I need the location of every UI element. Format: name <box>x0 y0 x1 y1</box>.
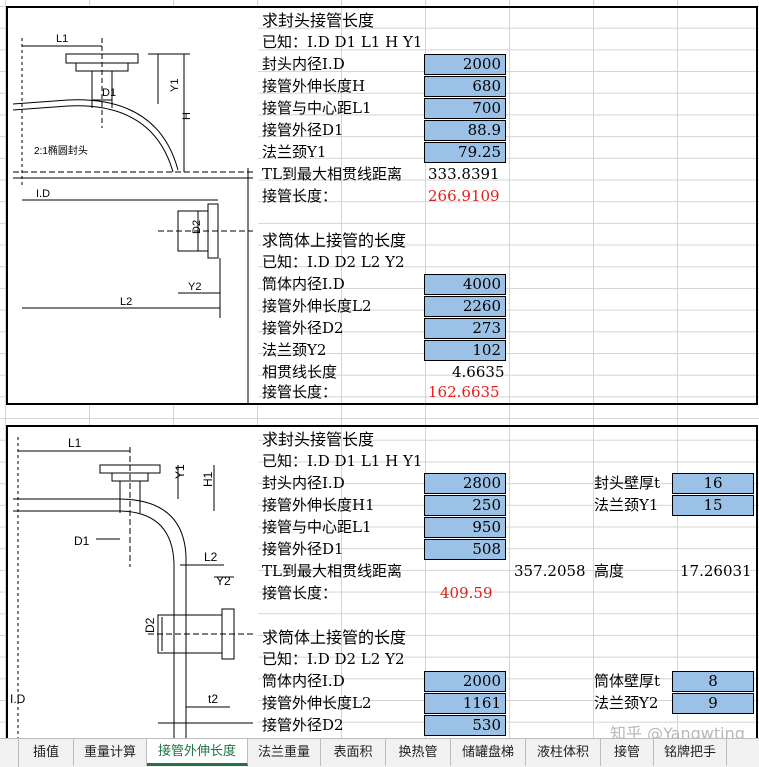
tab-weight[interactable]: 重量计算 <box>74 739 147 766</box>
input2-head-h1[interactable]: 250 <box>424 495 506 516</box>
tab-interp[interactable]: 插值 <box>19 739 74 766</box>
label-l2: L2 <box>120 296 132 308</box>
label2-head-y1: 法兰颈Y1 <box>594 496 659 514</box>
label-head: 2:1椭圆封头 <box>34 144 88 157</box>
tab-liquid-volume[interactable]: 液柱体积 <box>526 739 601 766</box>
value-shell-len[interactable]: 162.6635 <box>428 383 500 401</box>
value-intersect[interactable]: 4.6635 <box>452 363 505 381</box>
label2-shell-thick: 筒体壁厚t <box>594 672 661 690</box>
label-d1: D1 <box>102 87 116 99</box>
label-y2: Y2 <box>188 281 201 293</box>
shell2-known: 已知：I.D D2 L2 Y2 <box>262 650 405 668</box>
label-shell-id: 筒体内径I.D <box>262 275 345 293</box>
label-shell-len: 接管长度： <box>262 383 338 401</box>
input-shell-id[interactable]: 4000 <box>424 274 506 295</box>
label-tl: TL到最大相贯线距离 <box>262 165 402 183</box>
label-shell-l2: 接管外伸长度L2 <box>262 297 372 315</box>
head2-title: 求封头接管长度 <box>262 430 375 449</box>
input2-head-id[interactable]: 2800 <box>424 473 506 494</box>
tab-flange-weight[interactable]: 法兰重量 <box>248 739 321 766</box>
label2-shell-id: 筒体内径I.D <box>262 672 345 690</box>
label-id: I.D <box>36 188 50 200</box>
label-l1: L1 <box>56 33 68 45</box>
value2-pipe-len[interactable]: 409.59 <box>440 584 493 602</box>
tab-tank-stair[interactable]: 储罐盘梯 <box>451 739 526 766</box>
calc-panel-1: L1 D1 Y1 H 2:1椭圆封头 I.D D2 Y2 L2 求封头接管长度 … <box>6 6 758 405</box>
input2-head-y1[interactable]: 15 <box>672 495 754 516</box>
input-head-h[interactable]: 680 <box>424 76 506 97</box>
input2-shell-d2[interactable]: 530 <box>424 715 506 736</box>
input2-head-thick[interactable]: 16 <box>672 473 754 494</box>
label2-shell-y2: 法兰颈Y2 <box>594 694 659 712</box>
label-intersect: 相贯线长度 <box>262 363 338 381</box>
input-head-y1[interactable]: 79.25 <box>424 142 506 163</box>
input2-head-l1[interactable]: 950 <box>424 517 506 538</box>
label-head-id: 封头内径I.D <box>262 55 345 73</box>
label2-d1: D1 <box>74 534 90 548</box>
label2-head-l1: 接管与中心距L1 <box>262 518 372 536</box>
label2-shell-l2: 接管外伸长度L2 <box>262 694 372 712</box>
value-tl[interactable]: 333.8391 <box>428 165 500 183</box>
label2-head-h1: 接管外伸长度H1 <box>262 496 375 514</box>
label2-id: I.D <box>10 692 26 706</box>
spreadsheet-grid[interactable]: L1 D1 Y1 H 2:1椭圆封头 I.D D2 Y2 L2 求封头接管长度 … <box>0 0 759 738</box>
label-y1: Y1 <box>169 79 181 92</box>
label2-h1: H1 <box>201 471 215 487</box>
calc-panel-2: L1 Y1 H1 D1 L2 Y2 D2 I.D t2 求封头接管长度 已知：I… <box>6 425 758 738</box>
label-shell-y2: 法兰颈Y2 <box>262 341 327 359</box>
shell2-title: 求筒体上接管的长度 <box>262 628 407 647</box>
tab-nozzle[interactable]: 接管 <box>601 739 654 766</box>
tab-heat-tube[interactable]: 换热管 <box>386 739 451 766</box>
tab-nozzle-length[interactable]: 接管外伸长度 <box>147 739 248 766</box>
label-head-l1: 接管与中心距L1 <box>262 99 372 117</box>
label2-head-id: 封头内径I.D <box>262 474 345 492</box>
label2-y1: Y1 <box>173 464 187 479</box>
label2-shell-d2: 接管外径D2 <box>262 716 344 734</box>
input-shell-y2[interactable]: 102 <box>424 340 506 361</box>
label2-y2: Y2 <box>216 574 231 588</box>
shell-known: 已知：I.D D2 L2 Y2 <box>262 253 405 271</box>
tab-nameplate[interactable]: 铭牌把手 <box>654 739 727 766</box>
label2-d2: D2 <box>143 617 157 633</box>
head-nozzle-drawing-1: L1 D1 Y1 H 2:1椭圆封头 I.D D2 Y2 L2 <box>8 8 258 403</box>
sheet-tab-bar: 插值 重量计算 接管外伸长度 法兰重量 表面积 换热管 储罐盘梯 液柱体积 接管… <box>0 738 759 767</box>
label-head-h: 接管外伸长度H <box>262 77 366 95</box>
head2-known: 已知：I.D D1 L1 H Y1 <box>262 452 423 470</box>
drawing-svg-1: L1 D1 Y1 H 2:1椭圆封头 I.D D2 Y2 L2 <box>12 33 253 403</box>
head-nozzle-drawing-2: L1 Y1 H1 D1 L2 Y2 D2 I.D t2 <box>8 427 258 738</box>
label2-head-thick: 封头壁厚t <box>594 474 661 492</box>
label2-pipe-len: 接管长度： <box>262 584 338 602</box>
label2-l1: L1 <box>68 436 82 450</box>
label-d2: D2 <box>191 220 203 234</box>
drawing-svg-2: L1 Y1 H1 D1 L2 Y2 D2 I.D t2 <box>10 436 253 738</box>
label2-l2: L2 <box>204 550 218 564</box>
value2-height[interactable]: 17.26031 <box>680 562 752 580</box>
input2-shell-thick[interactable]: 8 <box>672 671 754 692</box>
value-pipe-len[interactable]: 266.9109 <box>428 187 500 205</box>
input-shell-d2[interactable]: 273 <box>424 318 506 339</box>
input-shell-l2[interactable]: 2260 <box>424 296 506 317</box>
label2-t2: t2 <box>208 692 218 706</box>
value2-tl[interactable]: 357.2058 <box>514 562 586 580</box>
input2-shell-l2[interactable]: 1161 <box>424 693 506 714</box>
label-pipe-len: 接管长度： <box>262 187 338 205</box>
head-known: 已知：I.D D1 L1 H Y1 <box>262 33 423 51</box>
label-h: H <box>181 112 193 120</box>
input-head-l1[interactable]: 700 <box>424 98 506 119</box>
tab-scroll-area[interactable] <box>0 739 19 767</box>
label-shell-d2: 接管外径D2 <box>262 319 344 337</box>
input2-head-d1[interactable]: 508 <box>424 539 506 560</box>
label-head-d1: 接管外径D1 <box>262 121 344 139</box>
input-head-id[interactable]: 2000 <box>424 54 506 75</box>
label2-head-d1: 接管外径D1 <box>262 540 344 558</box>
shell-title: 求筒体上接管的长度 <box>262 231 407 250</box>
input2-shell-id[interactable]: 2000 <box>424 671 506 692</box>
tab-surface-area[interactable]: 表面积 <box>321 739 386 766</box>
input2-shell-y2[interactable]: 9 <box>672 693 754 714</box>
head-title: 求封头接管长度 <box>262 11 375 30</box>
label2-tl: TL到最大相贯线距离 <box>262 562 402 580</box>
input-head-d1[interactable]: 88.9 <box>424 120 506 141</box>
label2-height: 高度 <box>594 562 625 580</box>
label-head-y1: 法兰颈Y1 <box>262 143 327 161</box>
